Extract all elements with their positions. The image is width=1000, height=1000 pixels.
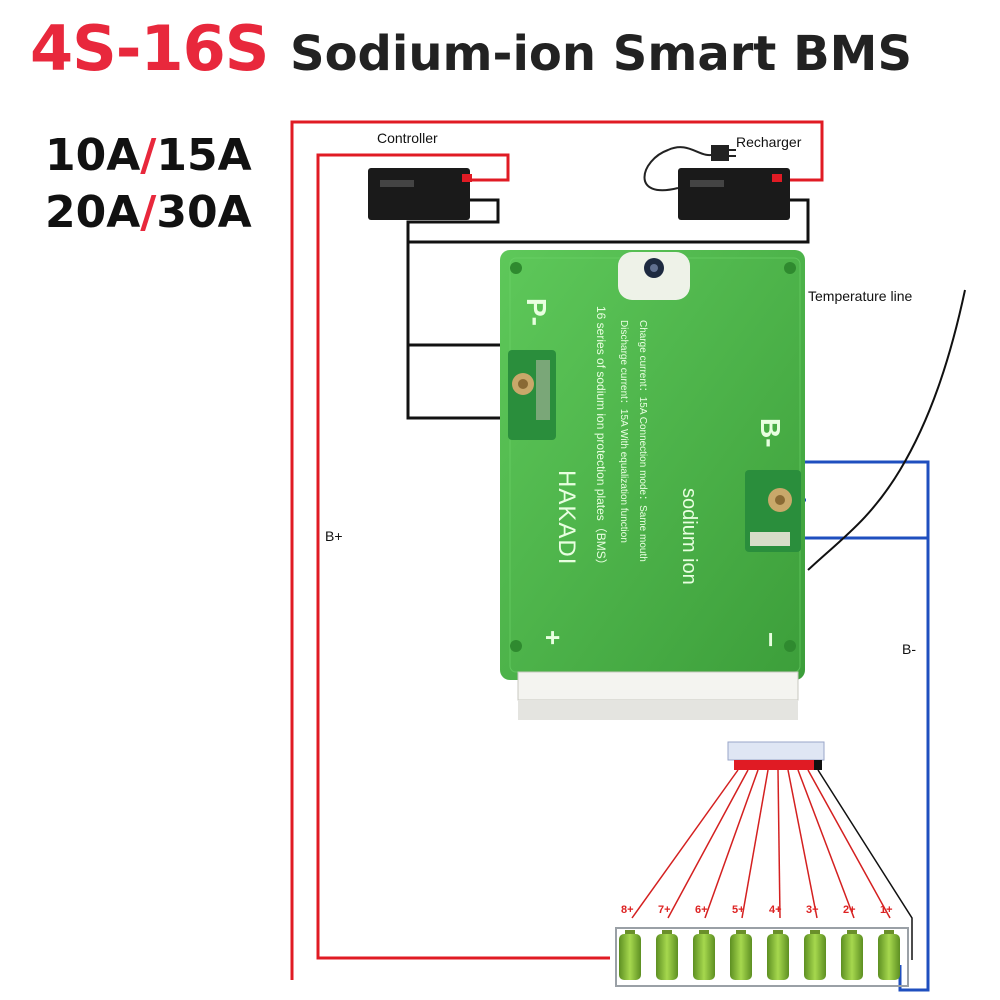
rating-row-2: 20A/30A [45,187,252,238]
cell-label: 6+ [695,904,708,916]
rating-separator: / [140,130,157,181]
cell-cap [625,930,635,935]
battery-cell [730,934,752,980]
temperature-line [807,289,966,571]
battery-cell [804,934,826,980]
b-plus-wire [290,120,824,980]
board-p-minus: P- [521,298,552,326]
cell-cap [736,930,746,935]
recharger-label: Recharger [736,134,802,150]
cell-cap [662,930,672,935]
battery-cell [693,934,715,980]
cell-label: 8+ [621,904,634,916]
controller-label: Controller [377,130,438,146]
rating-30a: 30A [156,187,252,238]
cell-cap [773,930,783,935]
b-minus-label: B- [902,641,916,657]
balance-lead-negative [817,769,913,960]
balance-plug [727,741,825,770]
title-series: 4S-16S [30,12,269,85]
cell-cap [884,930,894,935]
b-plus-label: B+ [325,528,343,544]
cell-pack-outline [615,927,909,987]
cell-label: 4+ [769,904,782,916]
rating-15a: 15A [156,130,252,181]
board-line-2: Discharge current：15A With equalization … [618,320,629,543]
board-minus: − [756,632,786,648]
p-minus-wires [406,198,810,420]
cell-label: 7+ [658,904,671,916]
battery-cell [841,934,863,980]
temperature-line-label: Temperature line [808,288,913,304]
cell-cap [810,930,820,935]
battery-cell [767,934,789,980]
cell-label: 1+ [880,904,893,916]
cell-label: 3+ [806,904,819,916]
balance-leads [631,769,891,919]
battery-cell [619,934,641,980]
rating-separator: / [140,187,157,238]
board-line-1: 16 series of sodium ion protection plate… [594,306,608,571]
rating-20a: 20A [45,187,141,238]
battery-cell [878,934,900,980]
rating-10a: 10A [45,130,141,181]
controller-box [368,168,472,220]
recharger-box [678,168,790,220]
cell-label: 5+ [732,904,745,916]
recharger-cord [643,145,736,192]
battery-cells [619,930,900,980]
battery-cell [656,934,678,980]
board-brand: HAKADI [553,470,580,566]
board-plus: + [538,630,568,646]
cell-cap [699,930,709,935]
board-chem: sodium ion [678,488,700,585]
title-product: Sodium-ion Smart BMS [290,26,913,82]
cell-cap [847,930,857,935]
bms-board [500,250,805,720]
board-line-3: Charge current：15A Connection mode：Same … [637,320,648,562]
board-b-minus: B- [755,418,786,448]
rating-row-1: 10A/15A [45,130,252,181]
cell-label: 2+ [843,904,856,916]
